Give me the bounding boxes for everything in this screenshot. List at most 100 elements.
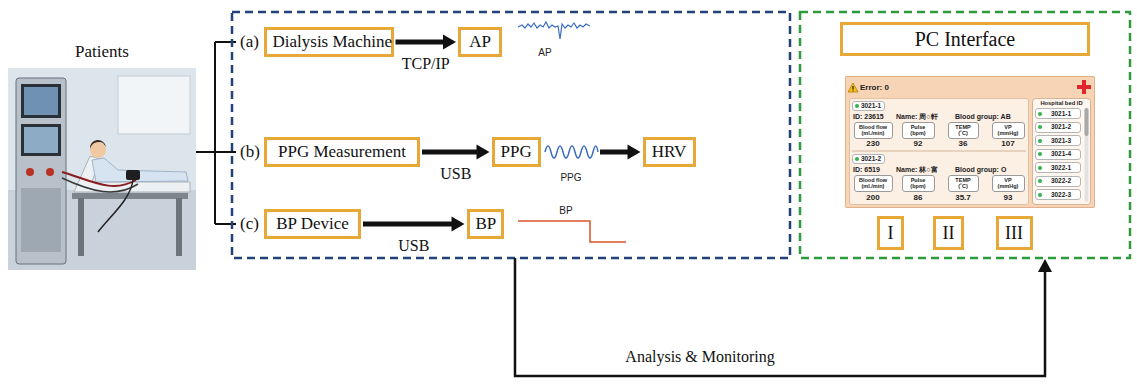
annotation-label: BP xyxy=(559,205,572,216)
monitor-screen xyxy=(24,127,58,153)
node-text: Pulse (bpm) xyxy=(905,124,932,136)
node-text: Name: 林○富 xyxy=(896,166,938,174)
scroll-thumb xyxy=(1085,108,1089,136)
row-separator xyxy=(852,151,1026,152)
connector-line xyxy=(396,40,446,45)
scroll-track xyxy=(1085,108,1089,202)
ap-waveform xyxy=(518,22,590,39)
header-cell: VP (mmHg) xyxy=(992,175,1025,192)
blood-tube xyxy=(62,178,138,192)
node-text: PC Interface xyxy=(915,28,1016,51)
monitor-screen xyxy=(24,87,58,115)
blood-tube xyxy=(62,172,136,186)
header-cell: VP (mmHg) xyxy=(992,122,1025,139)
node-text: VP (mmHg) xyxy=(995,124,1022,136)
node-text: 3021-2 xyxy=(861,155,881,162)
pump-head xyxy=(46,168,54,176)
header-cell: Pulse (bpm) xyxy=(902,175,935,192)
connector-line xyxy=(363,222,454,227)
node-text: 35.7 xyxy=(955,193,971,202)
arrowhead xyxy=(628,145,641,160)
node-text: AP xyxy=(469,32,491,52)
node-text: Pulse (bpm) xyxy=(905,177,932,189)
arrowhead xyxy=(477,145,490,160)
edge-label: USB xyxy=(397,237,430,255)
node-text: 36 xyxy=(959,139,968,148)
node-text: 92 xyxy=(914,139,923,148)
node-text: BP xyxy=(476,214,495,234)
node-text: I xyxy=(888,223,894,244)
node-text: III xyxy=(1005,223,1023,244)
patient-illustration xyxy=(8,68,196,270)
arrow-connector xyxy=(396,35,457,50)
bed-item: 3022-1 xyxy=(1035,162,1081,173)
bracket-line xyxy=(214,42,216,224)
warning-mark xyxy=(852,86,853,91)
patient-bracket xyxy=(196,42,236,224)
node-text: Error: 0 xyxy=(860,83,889,92)
patient-hair xyxy=(90,140,106,149)
bed-leg xyxy=(176,198,182,256)
process-box: II xyxy=(933,216,964,250)
node-text: Hospital bed ID xyxy=(1040,100,1082,107)
process-box: PPG Measurement xyxy=(264,137,420,167)
node-text: BP Device xyxy=(276,214,349,234)
annotation-label: (a) xyxy=(240,32,259,52)
node-text: VP (mmHg) xyxy=(995,177,1022,189)
bracket-line xyxy=(196,151,215,153)
annotation-label: (c) xyxy=(240,214,259,234)
node-text: 3021-2 xyxy=(1051,123,1071,130)
process-box: III xyxy=(996,216,1033,250)
red-cross-icon xyxy=(1077,80,1091,94)
node-text: 200 xyxy=(866,193,879,202)
bed-leg xyxy=(78,198,84,256)
header-cell: Blood flow (ml./min) xyxy=(854,175,893,192)
node-text: Blood group: AB xyxy=(955,113,1011,121)
process-box: AP xyxy=(458,27,502,57)
node-text: Blood flow (ml./min) xyxy=(857,124,890,136)
machine-monitor xyxy=(21,84,61,118)
process-box: HRV xyxy=(643,137,696,167)
bp-trace xyxy=(518,221,626,242)
arrowhead xyxy=(443,35,456,50)
warning-icon xyxy=(848,83,858,92)
node-text: Dialysis Machine xyxy=(273,32,385,52)
node-text: 93 xyxy=(1004,193,1013,202)
bed-item: 3022-2 xyxy=(1035,176,1081,187)
process-box: BP Device xyxy=(264,209,361,239)
machine-cabinet xyxy=(21,188,61,252)
node-text: TEMP (˚C) xyxy=(951,124,976,136)
node-text: 86 xyxy=(914,193,923,202)
bed-tag: 3021-1 xyxy=(852,101,885,111)
bracket-line xyxy=(215,151,236,153)
node-text: 3021-3 xyxy=(1051,137,1071,144)
patient-list: ID: 23615Name: 周○軒Blood group: AB2309236… xyxy=(849,98,1029,205)
bed-item: 3021-1 xyxy=(1035,108,1081,119)
node-text: 3021-1 xyxy=(1051,110,1071,117)
waveform-ground xyxy=(541,138,600,166)
bed-tag: 3021-2 xyxy=(852,154,885,164)
node-text: Name: 周○軒 xyxy=(896,113,938,121)
node-text: 230 xyxy=(866,139,879,148)
annotation-label: Analysis & Monitoring xyxy=(625,348,774,366)
edge-label: USB xyxy=(439,165,472,183)
node-text: 3021-1 xyxy=(861,102,881,109)
bed-item: 3022-3 xyxy=(1035,189,1081,200)
node-text: 3022-1 xyxy=(1051,164,1071,171)
node-text: 107 xyxy=(1001,139,1014,148)
arrowhead xyxy=(452,217,465,232)
dialysis-machine xyxy=(16,78,66,264)
node-text: PPG xyxy=(501,142,532,162)
header-cell: Blood flow (ml./min) xyxy=(854,122,893,139)
pc-region xyxy=(800,12,1130,258)
ppg-sensor xyxy=(126,170,140,180)
node-text: Blood flow (ml./min) xyxy=(857,177,890,189)
node-text: PPG Measurement xyxy=(278,142,406,162)
process-box: PC Interface xyxy=(840,22,1090,56)
sensor-cable xyxy=(98,180,133,232)
arrow-connector xyxy=(363,217,465,232)
process-box: PPG xyxy=(492,137,541,167)
node-text: HRV xyxy=(652,142,687,162)
bed-frame xyxy=(72,193,188,199)
bed-list: Hospital bed ID3021-13021-23021-33021-43… xyxy=(1032,98,1091,205)
